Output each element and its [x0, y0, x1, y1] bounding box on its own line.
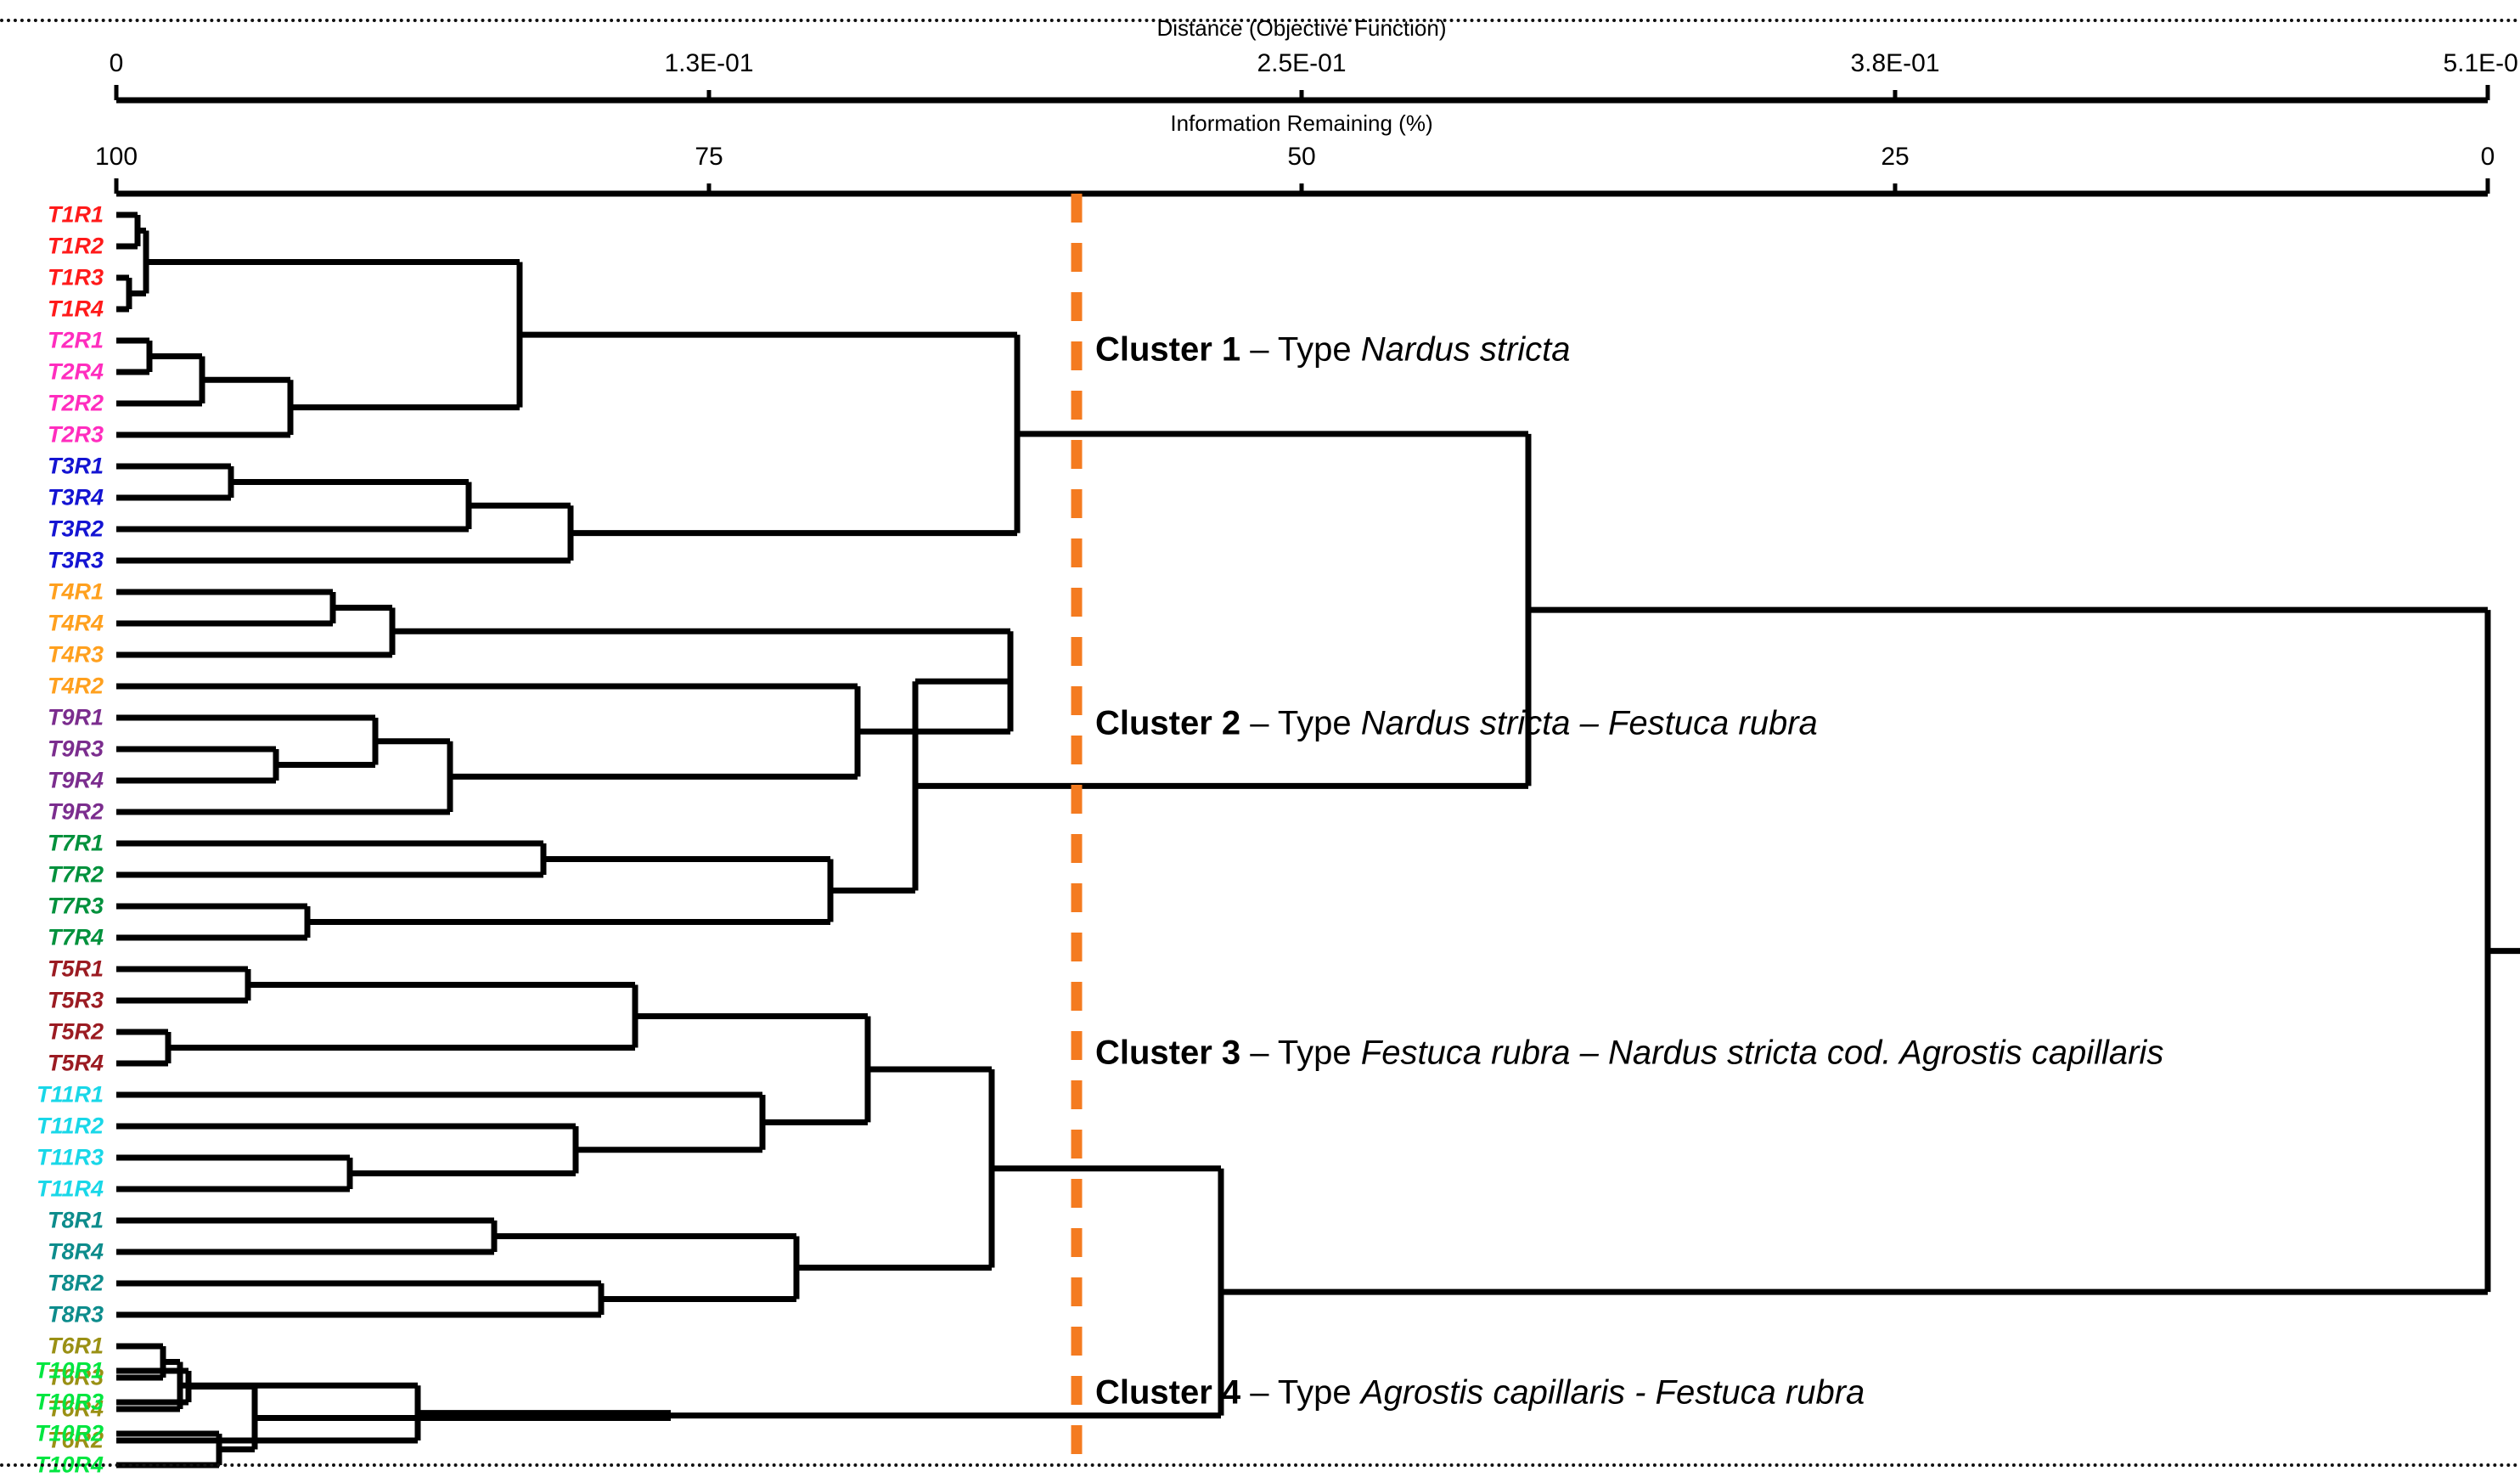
information-axis-tick-2: 50: [1287, 143, 1316, 171]
leaf-label-t2r2: T2R2: [47, 390, 104, 416]
distance-axis-tick-4: 5.1E-01: [2443, 49, 2520, 77]
top-dotted-rule: [0, 19, 2520, 22]
leaf-label-t2r3: T2R3: [47, 421, 104, 448]
leaf-label-t4r1: T4R1: [47, 578, 104, 605]
cluster-separator-2: –: [1240, 704, 1278, 742]
dendrogram-branches: [116, 211, 2520, 1469]
leaf-label-t7r4: T7R4: [47, 924, 104, 950]
leaf-label-t10r1: T10R1: [34, 1357, 104, 1384]
distance-axis-tick-1: 1.3E-01: [664, 49, 754, 77]
leaf-label-t6r2: T6R2: [47, 1427, 104, 1453]
leaf-label-t4r3: T4R3: [47, 641, 104, 668]
leaf-label-t7r2: T7R2: [47, 861, 104, 888]
information-axis-tick-3: 25: [1881, 143, 1910, 171]
leaf-label-t10r3: T10R3: [34, 1389, 104, 1415]
leaf-label-t10r2: T10R2: [34, 1420, 104, 1446]
leaf-label-t6r3: T6R3: [47, 1364, 104, 1390]
cluster-type-word-3: Type: [1277, 1034, 1361, 1072]
cluster-type-word-2: Type: [1277, 704, 1361, 742]
cluster-type-word-4: Type: [1277, 1373, 1361, 1412]
leaf-label-t6r1: T6R1: [47, 1333, 104, 1359]
leaf-label-t7r1: T7R1: [47, 830, 104, 856]
leaf-label-t4r2: T4R2: [47, 673, 104, 699]
axis-lines: [114, 85, 2490, 197]
bottom-dotted-rule: [0, 1463, 2520, 1467]
leaf-label-t9r2: T9R2: [47, 798, 104, 825]
cluster-annotation-3: Cluster 3 – Type Festuca rubra – Nardus …: [1095, 1034, 2163, 1073]
cluster-taxa-2: Nardus stricta – Festuca rubra: [1360, 704, 1818, 742]
leaf-label-t2r4: T2R4: [47, 358, 104, 385]
leaf-label-t9r3: T9R3: [47, 736, 104, 762]
leaf-label-t11r4: T11R4: [36, 1175, 104, 1202]
leaf-label-t1r3: T1R3: [47, 264, 104, 290]
information-axis-tick-0: 100: [94, 143, 138, 171]
information-axis-tick-1: 75: [695, 143, 723, 171]
distance-axis-tick-3: 3.8E-01: [1850, 49, 1940, 77]
cluster-name-4: Cluster 4: [1095, 1373, 1241, 1412]
leaf-label-t11r1: T11R1: [36, 1081, 104, 1108]
cluster-separator-1: –: [1240, 330, 1278, 369]
leaf-label-t3r4: T3R4: [47, 484, 104, 510]
cluster-name-3: Cluster 3: [1095, 1034, 1241, 1072]
leaf-label-t5r4: T5R4: [47, 1050, 104, 1076]
distance-axis-tick-0: 0: [109, 49, 124, 77]
cluster-annotation-2: Cluster 2 – Type Nardus stricta – Festuc…: [1095, 705, 1818, 743]
leaf-label-t4r4: T4R4: [47, 610, 104, 636]
leaf-label-t9r4: T9R4: [47, 767, 104, 793]
leaf-label-t8r4: T8R4: [47, 1238, 104, 1265]
cluster-separator-4: –: [1240, 1373, 1278, 1412]
leaf-label-t11r3: T11R3: [36, 1144, 104, 1170]
leaf-label-t6r4: T6R4: [47, 1395, 104, 1422]
leaf-label-t8r3: T8R3: [47, 1301, 104, 1328]
leaf-label-t1r1: T1R1: [47, 201, 104, 228]
information-axis-title: Information Remaining (%): [1170, 110, 1433, 136]
leaf-label-t5r2: T5R2: [47, 1018, 104, 1045]
cluster-name-2: Cluster 2: [1095, 704, 1241, 742]
leaf-label-t7r3: T7R3: [47, 893, 104, 919]
cluster-separator-3: –: [1240, 1034, 1278, 1072]
leaf-label-t8r2: T8R2: [47, 1270, 104, 1296]
cluster-type-word-1: Type: [1277, 330, 1361, 369]
distance-axis-tick-2: 2.5E-01: [1257, 49, 1347, 77]
leaf-label-t1r4: T1R4: [47, 296, 104, 322]
leaf-label-t2r1: T2R1: [47, 327, 104, 353]
leaf-label-t5r1: T5R1: [47, 956, 104, 982]
leaf-label-t3r1: T3R1: [47, 453, 104, 479]
cluster-taxa-1: Nardus stricta: [1360, 330, 1571, 369]
leaf-label-t3r3: T3R3: [47, 547, 104, 573]
leaf-label-t3r2: T3R2: [47, 516, 104, 542]
distance-axis-title: Distance (Objective Function): [1156, 15, 1447, 41]
cluster-taxa-4: Agrostis capillaris - Festuca rubra: [1360, 1373, 1865, 1412]
leaf-label-t9r1: T9R1: [47, 704, 104, 730]
cluster-name-1: Cluster 1: [1095, 330, 1241, 369]
leaf-label-t8r1: T8R1: [47, 1207, 104, 1233]
leaf-label-t1r2: T1R2: [47, 233, 104, 259]
cluster-annotation-4: Cluster 4 – Type Agrostis capillaris - F…: [1095, 1374, 1865, 1412]
leaf-label-t5r3: T5R3: [47, 987, 104, 1013]
cluster-annotation-1: Cluster 1 – Type Nardus stricta: [1095, 331, 1571, 369]
leaf-label-t11r2: T11R2: [36, 1113, 104, 1139]
cluster-taxa-3: Festuca rubra – Nardus stricta cod. Agro…: [1360, 1034, 2164, 1072]
information-axis-tick-4: 0: [2480, 143, 2495, 171]
